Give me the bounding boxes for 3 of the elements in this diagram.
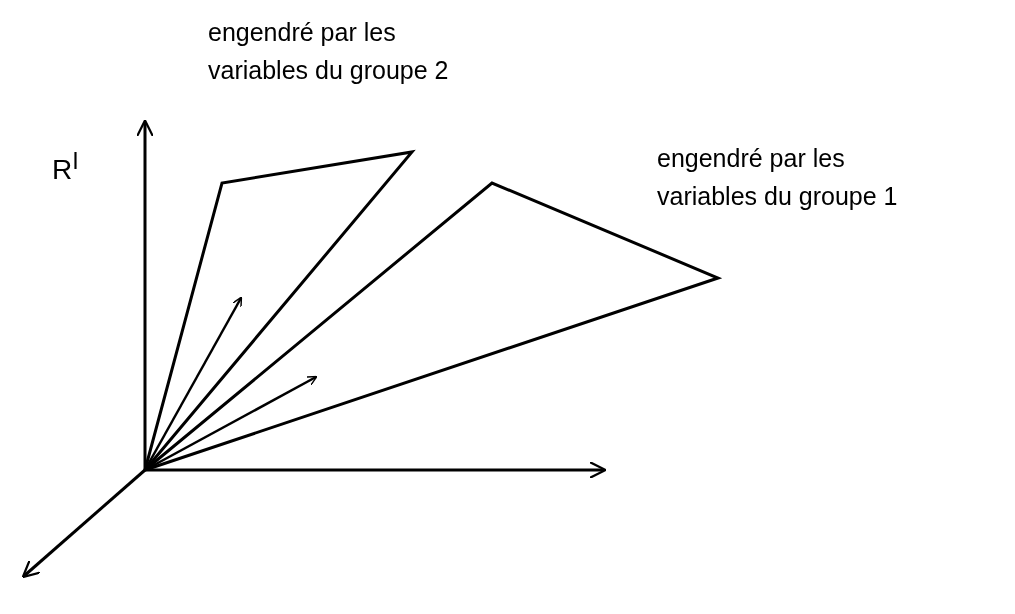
- subspace-caption: engendré par les variables du groupe 2: [208, 17, 449, 86]
- space-label: R$^{I}$: [52, 147, 79, 188]
- subspace-caption: engendré par les variables du groupe 1: [657, 143, 898, 212]
